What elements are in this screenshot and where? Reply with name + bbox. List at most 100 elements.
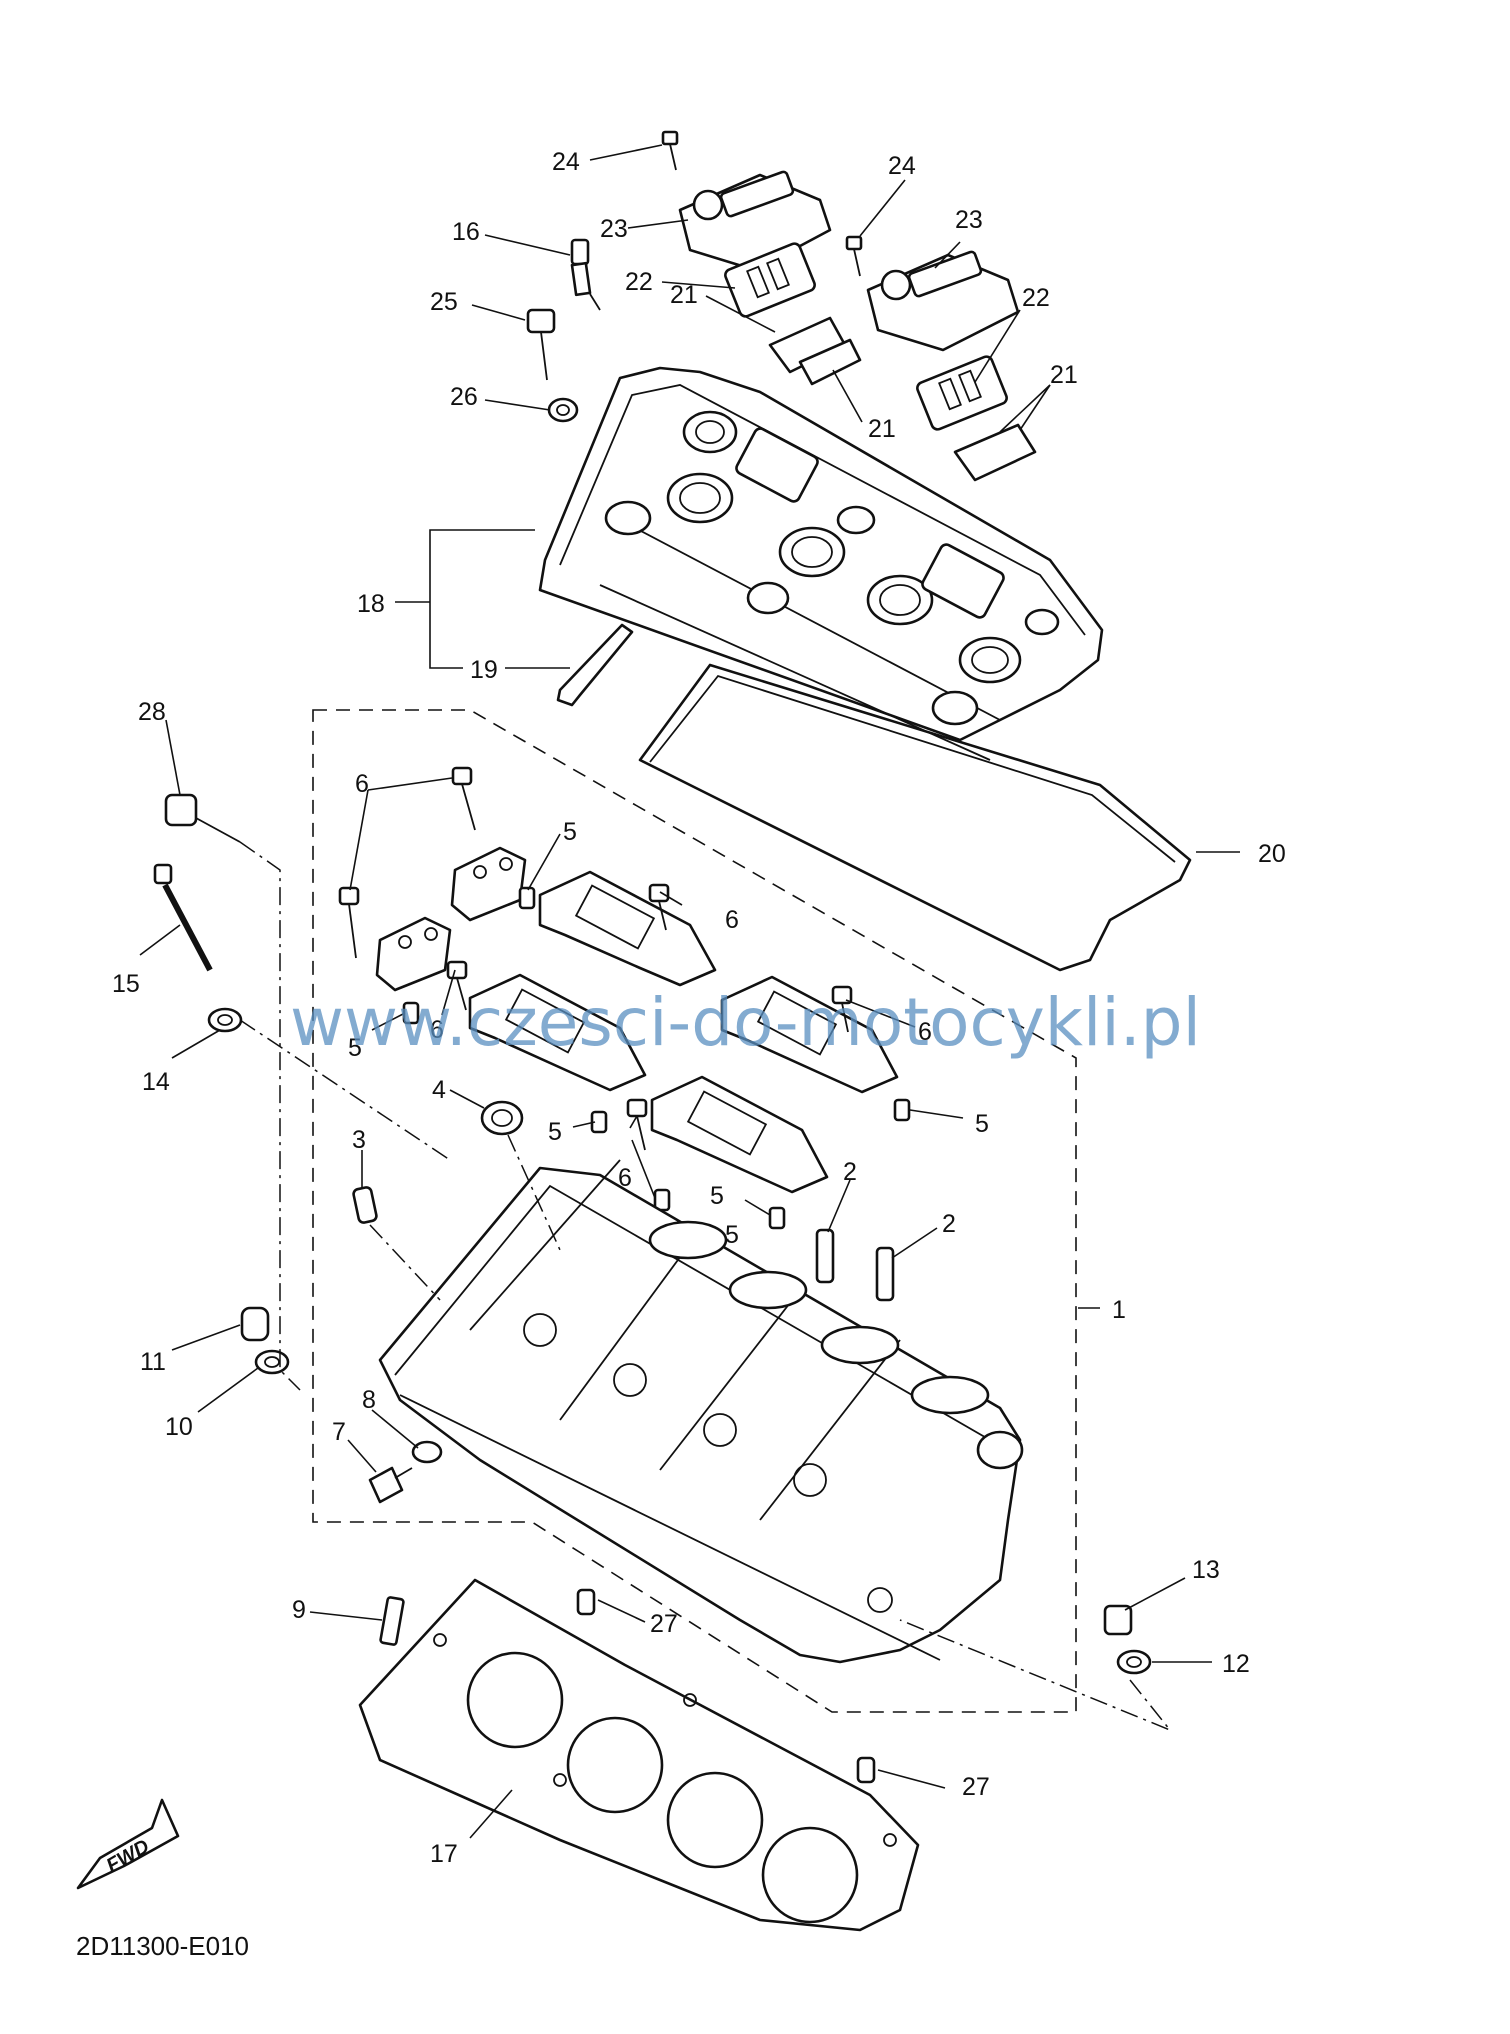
- bolt-15[interactable]: [153, 863, 213, 972]
- ignition-coil-left[interactable]: [678, 170, 832, 272]
- cap-bolt-2[interactable]: [338, 886, 360, 959]
- callout-6: 6: [430, 1016, 444, 1044]
- leader-dash-13: [899, 1619, 1173, 1732]
- cap-bolt-1[interactable]: [451, 766, 476, 831]
- callout-15: 15: [112, 970, 140, 998]
- plug-4[interactable]: [480, 1100, 524, 1136]
- coil-gasket-right[interactable]: [916, 355, 1009, 431]
- stud-2a[interactable]: [815, 1228, 835, 1284]
- callout-11: 11: [140, 1348, 166, 1376]
- bolt-25[interactable]: [526, 308, 556, 381]
- dowel-27b[interactable]: [856, 1756, 876, 1784]
- callout-5: 5: [563, 818, 577, 846]
- callout-21: 21: [1050, 361, 1078, 389]
- spark-plug[interactable]: [570, 238, 601, 311]
- cap-bolt-6[interactable]: [626, 1098, 648, 1151]
- callout-19: 19: [470, 656, 498, 684]
- head-cover-gasket[interactable]: [638, 663, 1192, 972]
- washer-10[interactable]: [254, 1349, 290, 1375]
- callout-18: 18: [357, 590, 385, 618]
- leader-dash-3: [369, 1224, 441, 1301]
- head-gasket[interactable]: [358, 1578, 920, 1932]
- callout-12: 12: [1222, 1650, 1250, 1678]
- washer-14[interactable]: [207, 1007, 243, 1033]
- washer-26[interactable]: [547, 397, 579, 423]
- callout-5: 5: [710, 1182, 724, 1210]
- callout-8: 8: [362, 1386, 376, 1414]
- bolt-24-left[interactable]: [661, 130, 679, 171]
- leader-dash-15-14: [239, 1019, 451, 1161]
- callout-6: 6: [618, 1164, 632, 1192]
- callout-26: 26: [450, 383, 478, 411]
- camshaft-cap-4[interactable]: [468, 973, 647, 1092]
- coil-gasket-left[interactable]: [724, 242, 817, 318]
- callout-27: 27: [650, 1610, 678, 1638]
- camshaft-cap-2[interactable]: [375, 916, 452, 992]
- camshaft-cap-1[interactable]: [450, 846, 527, 922]
- coil-connector-b[interactable]: [798, 338, 862, 386]
- callout-21: 21: [670, 281, 698, 309]
- bracket[interactable]: [556, 623, 634, 707]
- leader-dash-4: [507, 1134, 561, 1251]
- callout-14: 14: [142, 1068, 170, 1096]
- coil-connector-c[interactable]: [953, 423, 1037, 482]
- callout-10: 10: [165, 1413, 193, 1441]
- callout-6: 6: [918, 1018, 932, 1046]
- callout-5: 5: [348, 1034, 362, 1062]
- callout-28: 28: [138, 698, 166, 726]
- stud-9[interactable]: [379, 1596, 405, 1646]
- dowel-pin-4[interactable]: [893, 1098, 911, 1122]
- dowel-pin-1[interactable]: [518, 886, 536, 910]
- forward-arrow-icon: FWD: [76, 1798, 180, 1890]
- camshaft-cap-5[interactable]: [720, 975, 899, 1094]
- callout-6: 6: [725, 906, 739, 934]
- callout-17: 17: [430, 1840, 458, 1868]
- callout-27: 27: [962, 1773, 990, 1801]
- callout-9: 9: [292, 1596, 306, 1624]
- callout-5: 5: [975, 1110, 989, 1138]
- callout-24: 24: [888, 152, 916, 180]
- callout-1: 1: [1112, 1296, 1126, 1324]
- callout-leaders: [139, 144, 1240, 1839]
- callout-4: 4: [432, 1076, 446, 1104]
- callout-2: 2: [843, 1158, 857, 1186]
- callout-20: 20: [1258, 840, 1286, 868]
- bolt-28[interactable]: [164, 793, 241, 843]
- cap-bolt-5[interactable]: [831, 985, 853, 1033]
- bolt-7[interactable]: [368, 1466, 413, 1504]
- dowel-27a[interactable]: [576, 1588, 596, 1616]
- callout-25: 25: [430, 288, 458, 316]
- leader-dash-28: [239, 841, 301, 1391]
- cylinder-head[interactable]: [378, 1159, 1024, 1664]
- callout-5: 5: [548, 1118, 562, 1146]
- cap-bolt-4[interactable]: [446, 960, 468, 1011]
- ignition-coil-right[interactable]: [866, 250, 1020, 352]
- callout-23: 23: [600, 215, 628, 243]
- nut-13[interactable]: [1103, 1604, 1133, 1636]
- callout-24: 24: [552, 148, 580, 176]
- washer-8[interactable]: [411, 1440, 443, 1464]
- callout-7: 7: [332, 1418, 346, 1446]
- watermark: www.czesci-do-motocykli.pl: [290, 984, 1201, 1061]
- callout-23: 23: [955, 206, 983, 234]
- dowel-pin-6[interactable]: [768, 1206, 786, 1230]
- diagram-code: 2D11300-E010: [76, 1931, 249, 1961]
- bolt-24-right[interactable]: [845, 235, 863, 277]
- callout-22: 22: [1022, 284, 1050, 312]
- callout-22: 22: [625, 268, 653, 296]
- callout-16: 16: [452, 218, 480, 246]
- camshaft-cap-3[interactable]: [538, 870, 717, 987]
- callout-labels: 24 24 23 23 22 22 21 21 21 16 25 26 18 1…: [112, 148, 1286, 1868]
- stud-2b[interactable]: [875, 1246, 895, 1302]
- camshaft-cap-6[interactable]: [650, 1075, 829, 1194]
- callout-21: 21: [868, 415, 896, 443]
- stud-3[interactable]: [352, 1186, 378, 1224]
- washer-12[interactable]: [1116, 1649, 1152, 1675]
- cap-bolt-3[interactable]: [648, 883, 670, 931]
- callout-5: 5: [725, 1221, 739, 1249]
- cylinder-head-cover[interactable]: [538, 366, 1104, 761]
- callout-2: 2: [942, 1210, 956, 1238]
- sleeve-11[interactable]: [240, 1306, 270, 1342]
- callout-6: 6: [355, 770, 369, 798]
